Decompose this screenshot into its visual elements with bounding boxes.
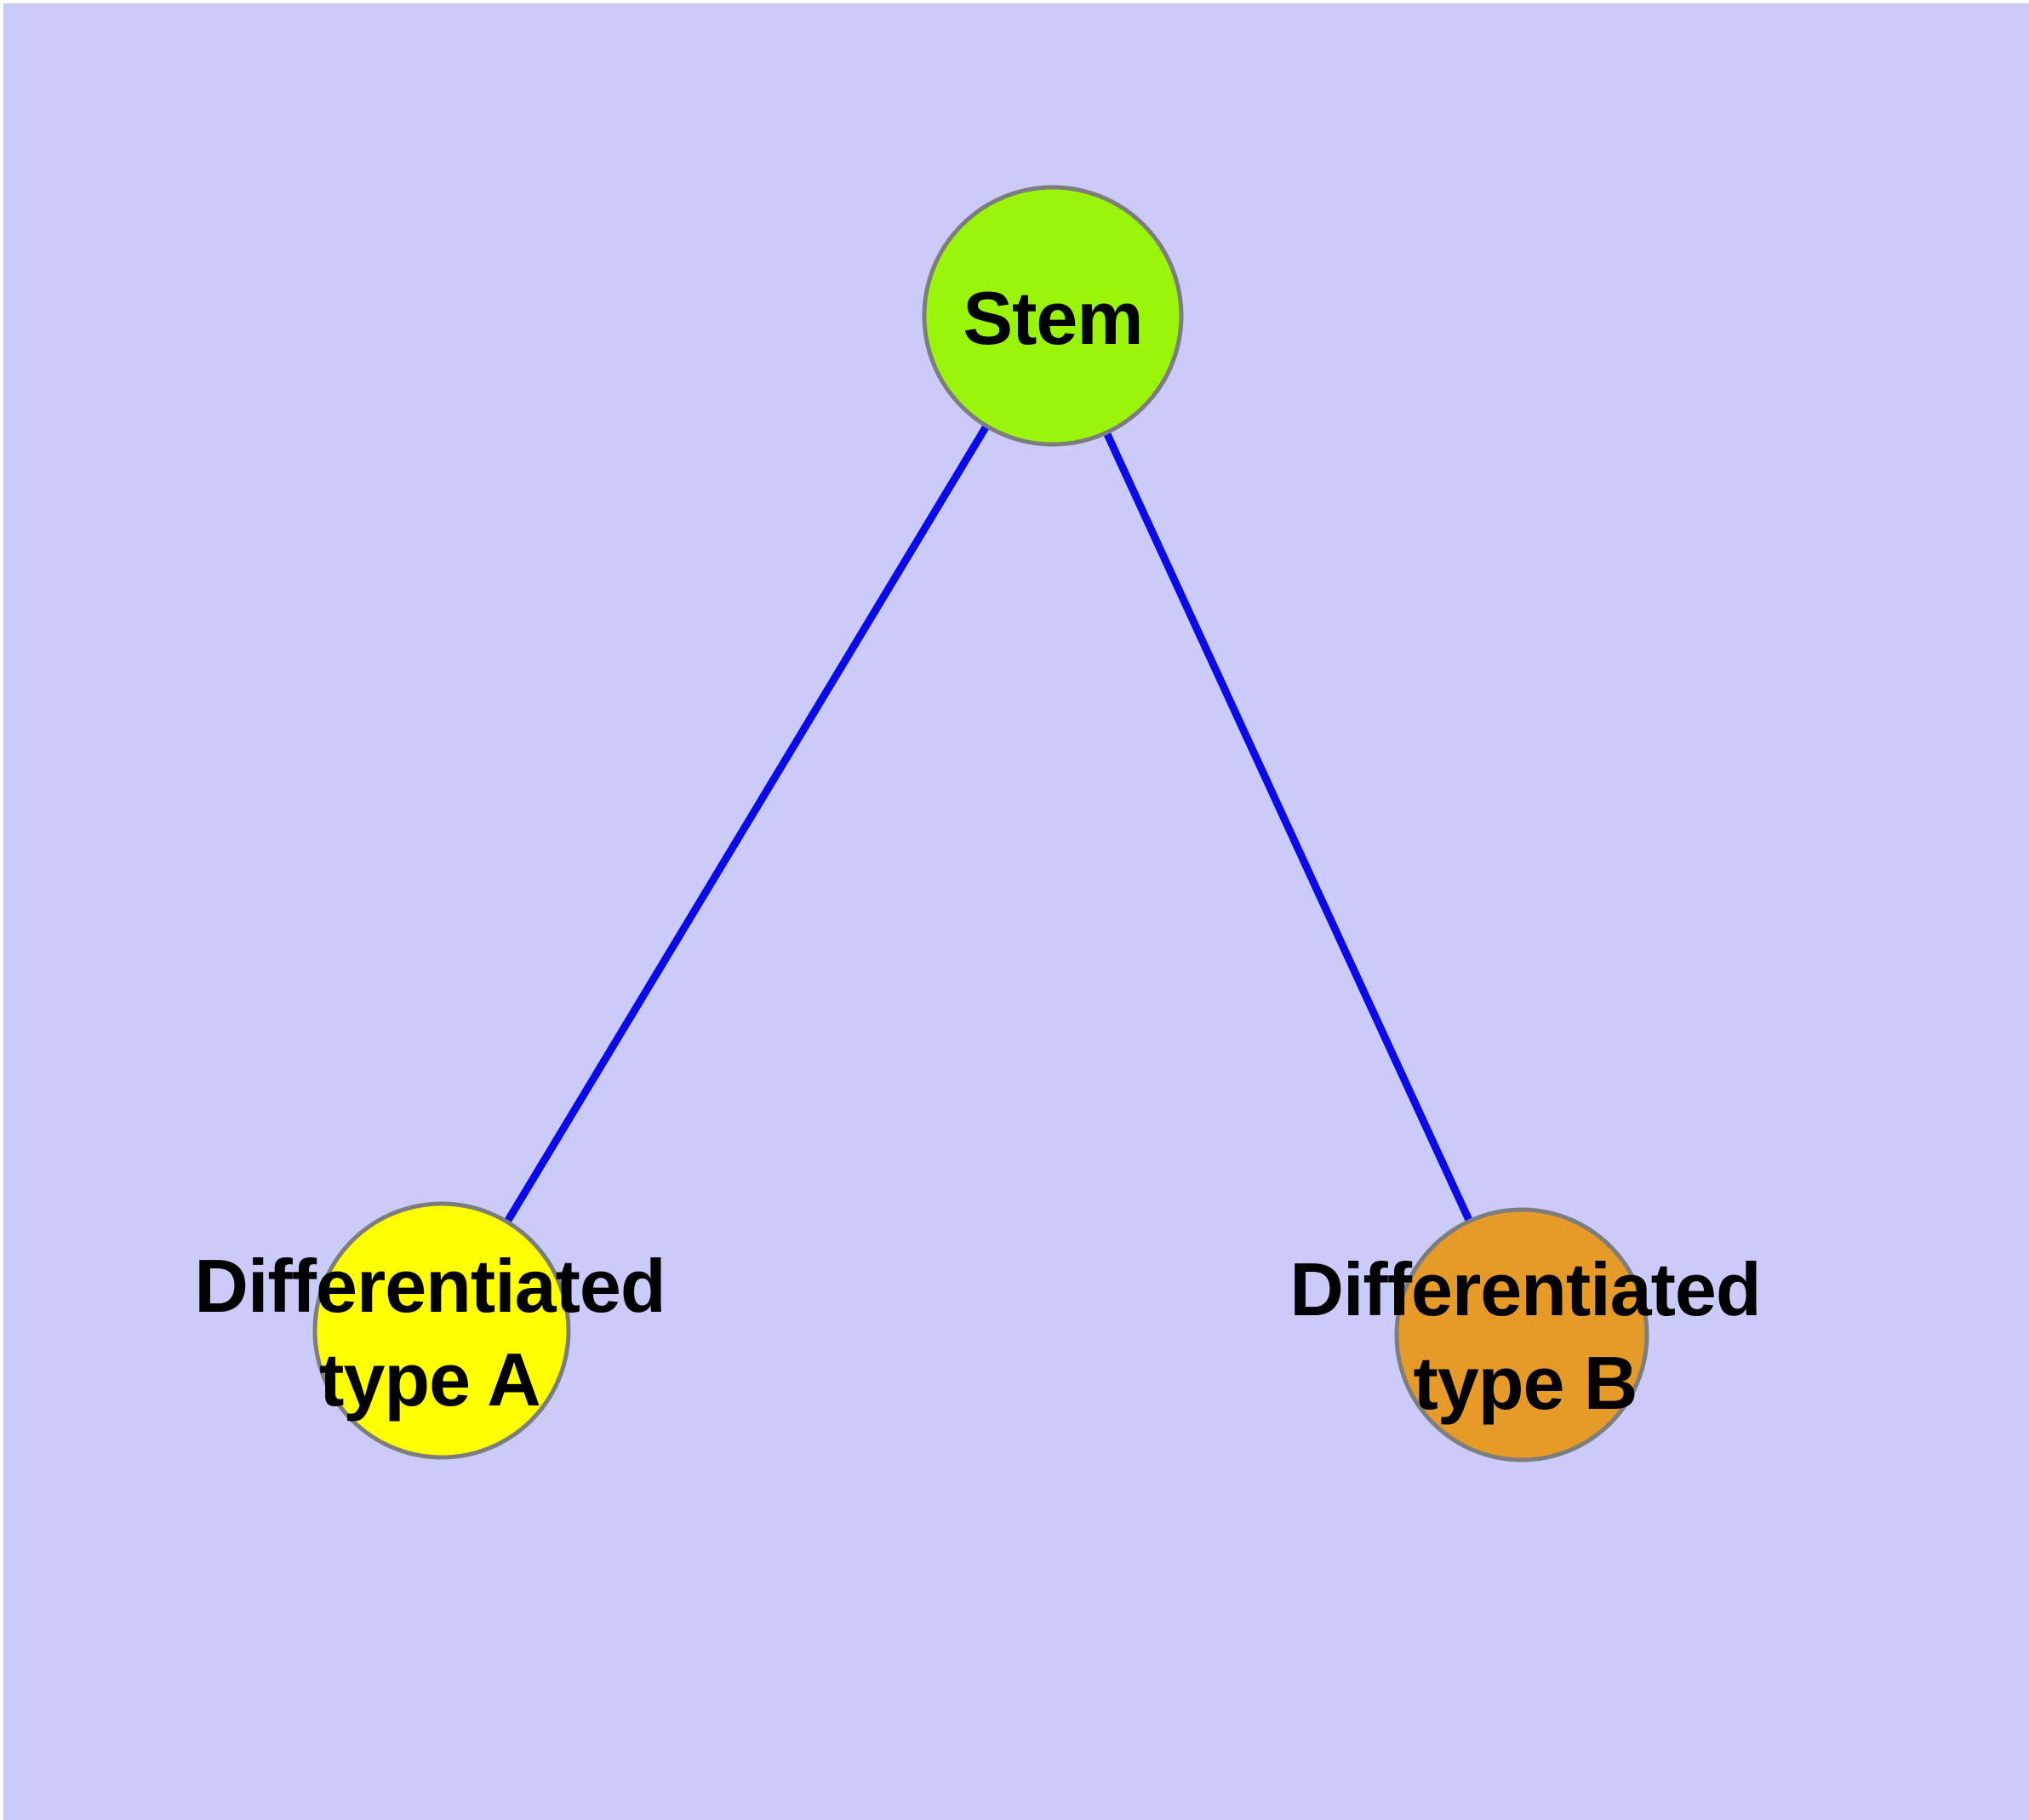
node-stem [922,185,1184,447]
node-differentiated-type-a [312,1201,571,1460]
edge-stem-to-type-b [1049,314,1526,1336]
node-differentiated-type-b [1394,1207,1649,1462]
edge-stem-to-type-a [438,313,1056,1333]
